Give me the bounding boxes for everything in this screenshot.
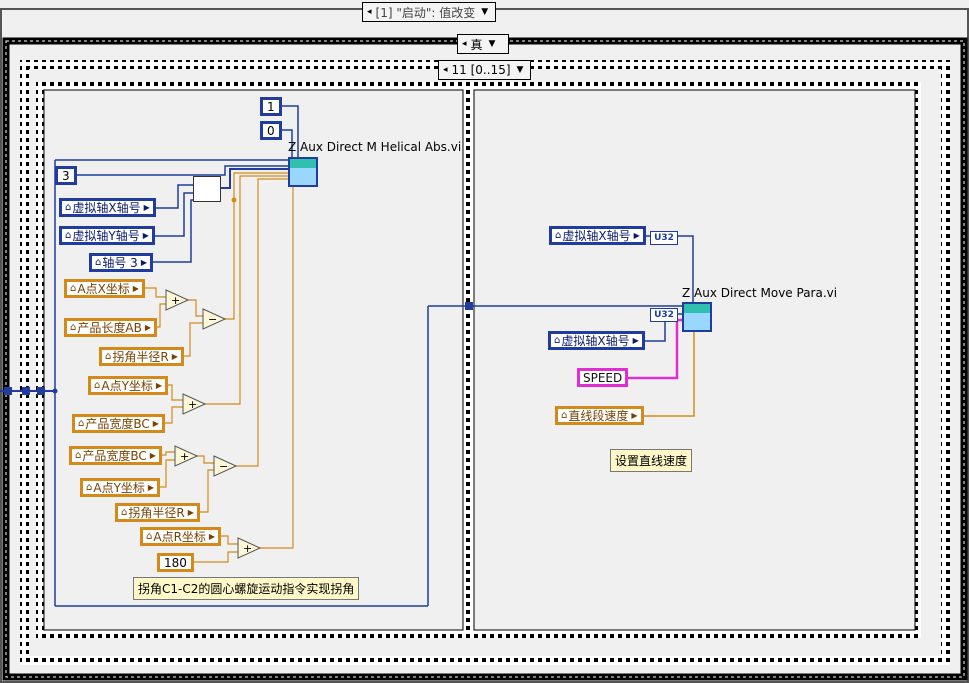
- tunnel-sequence: [22, 387, 30, 395]
- sequence-selector[interactable]: ◂ 11 [0..15] ▼: [438, 60, 531, 80]
- x-axis-control-right-2[interactable]: ⌂虚拟轴X轴号▶: [548, 331, 645, 350]
- decrement-icon[interactable]: ◂: [462, 39, 467, 49]
- u32-convert-node-1[interactable]: U32: [650, 231, 678, 245]
- y-axis-control[interactable]: ⌂虚拟轴Y轴号▶: [59, 226, 155, 245]
- line-speed-control[interactable]: ⌂直线段速度▶: [555, 406, 644, 425]
- u32-convert-node-2[interactable]: U32: [650, 308, 678, 322]
- subtract-node-1[interactable]: −: [202, 308, 226, 330]
- helical-vi-icon[interactable]: [288, 157, 318, 187]
- svg-text:+: +: [243, 542, 252, 555]
- svg-text:+: +: [180, 450, 189, 463]
- helical-vi-title: Z Aux Direct M Helical Abs.vi: [288, 140, 462, 154]
- terminal-arrow-icon: ▶: [631, 410, 638, 420]
- constant-1[interactable]: 1: [260, 97, 282, 116]
- add-node-1[interactable]: +: [165, 289, 189, 311]
- home-icon: ⌂: [554, 334, 561, 346]
- constant-0[interactable]: 0: [260, 121, 282, 140]
- terminal-arrow-icon: ▶: [632, 335, 639, 345]
- add-node-4[interactable]: +: [237, 537, 261, 559]
- build-array-node[interactable]: [193, 176, 221, 202]
- home-icon: ⌂: [78, 417, 85, 429]
- decrement-icon[interactable]: ◂: [443, 65, 448, 75]
- home-icon: ⌂: [75, 449, 82, 461]
- radius-control-2[interactable]: ⌂拐角半径R▶: [115, 503, 200, 522]
- dropdown-arrow-icon[interactable]: ▼: [516, 65, 524, 75]
- terminal-arrow-icon: ▶: [187, 507, 194, 517]
- terminal-arrow-icon: ▶: [149, 450, 156, 460]
- a-x-coord-control[interactable]: ⌂A点X坐标▶: [64, 279, 145, 298]
- width-bc-control-1[interactable]: ⌂产品宽度BC▶: [72, 414, 165, 433]
- a-y-coord-control-1[interactable]: ⌂A点Y坐标▶: [88, 376, 169, 395]
- decrement-icon[interactable]: ◂: [367, 7, 372, 17]
- add-node-3[interactable]: +: [174, 445, 198, 467]
- tunnel-left-frame: [37, 387, 45, 395]
- move-para-vi-icon[interactable]: [682, 302, 712, 332]
- terminal-arrow-icon: ▶: [140, 257, 147, 267]
- home-icon: ⌂: [70, 282, 77, 294]
- dropdown-arrow-icon[interactable]: ▼: [481, 7, 489, 17]
- speed-string-constant[interactable]: SPEED: [577, 368, 629, 387]
- a-r-coord-control[interactable]: ⌂A点R坐标▶: [140, 527, 222, 546]
- terminal-arrow-icon: ▶: [152, 418, 159, 428]
- home-icon: ⌂: [146, 530, 153, 542]
- radius-control-1[interactable]: ⌂拐角半径R▶: [99, 347, 184, 366]
- svg-text:−: −: [219, 460, 228, 473]
- add-node-2[interactable]: +: [182, 393, 206, 415]
- home-icon: ⌂: [95, 256, 102, 268]
- event-case-selector[interactable]: ◂ [1] "启动": 值改变 ▼: [362, 2, 496, 22]
- svg-text:+: +: [188, 398, 197, 411]
- x-axis-control-right-1[interactable]: ⌂虚拟轴X轴号▶: [549, 226, 646, 245]
- home-icon: ⌂: [86, 481, 93, 493]
- terminal-arrow-icon: ▶: [155, 380, 163, 390]
- terminal-arrow-icon: ▶: [132, 283, 139, 293]
- terminal-arrow-icon: ▶: [142, 230, 149, 240]
- sequence-label: 11 [0..15]: [451, 63, 511, 77]
- terminal-arrow-icon: ▶: [171, 351, 178, 361]
- right-frame-comment: 设置直线速度: [610, 449, 693, 472]
- terminal-arrow-icon: ▶: [143, 202, 150, 212]
- tunnel-frame-divider: [465, 302, 473, 310]
- a-y-coord-control-2[interactable]: ⌂A点Y坐标▶: [80, 478, 161, 497]
- axis3-control[interactable]: ⌂轴号 3▶: [89, 253, 153, 272]
- subtract-node-2[interactable]: −: [213, 455, 237, 477]
- constant-3[interactable]: 3: [55, 166, 77, 185]
- case-label: 真: [470, 37, 483, 52]
- svg-text:−: −: [208, 313, 217, 326]
- length-ab-control[interactable]: ⌂产品长度AB▶: [64, 318, 157, 337]
- x-axis-control[interactable]: ⌂虚拟轴X轴号▶: [59, 198, 156, 217]
- case-selector[interactable]: ◂ 真 ▼: [457, 34, 509, 54]
- move-para-vi-title: Z Aux Direct Move Para.vi: [682, 286, 838, 300]
- home-icon: ⌂: [65, 201, 72, 213]
- svg-text:+: +: [171, 294, 180, 307]
- home-icon: ⌂: [70, 321, 77, 333]
- home-icon: ⌂: [121, 506, 128, 518]
- width-bc-control-2[interactable]: ⌂产品宽度BC▶: [69, 446, 162, 465]
- home-icon: ⌂: [65, 229, 72, 241]
- tunnel-left-outer: [4, 387, 12, 395]
- dropdown-arrow-icon[interactable]: ▼: [488, 39, 496, 49]
- home-icon: ⌂: [105, 350, 112, 362]
- home-icon: ⌂: [561, 409, 568, 421]
- terminal-arrow-icon: ▶: [633, 230, 640, 240]
- home-icon: ⌂: [555, 229, 562, 241]
- constant-180[interactable]: 180: [157, 553, 194, 572]
- event-case-label: [1] "启动": 值改变: [375, 5, 476, 20]
- terminal-arrow-icon: ▶: [147, 482, 155, 492]
- terminal-arrow-icon: ▶: [144, 322, 151, 332]
- home-icon: ⌂: [94, 379, 101, 391]
- terminal-arrow-icon: ▶: [208, 531, 216, 541]
- left-frame-comment: 拐角C1-C2的圆心螺旋运动指令实现拐角: [133, 577, 360, 600]
